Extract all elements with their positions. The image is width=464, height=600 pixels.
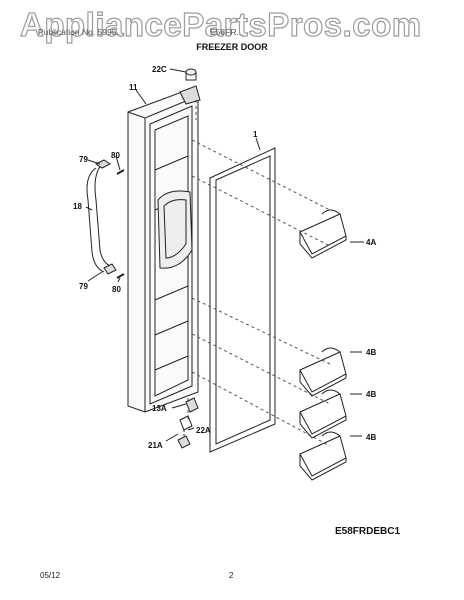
projection-lines [187,100,331,447]
header-publication: Publication No. 5995... [38,27,124,37]
label-22c: 22C [152,65,167,74]
label-22a: 22A [196,426,211,435]
footer-page-number: 2 [229,571,234,580]
label-21a: 21A [148,441,163,450]
label-13a: 13A [152,404,167,413]
bottom-hinge-assembly [177,397,199,449]
label-1: 1 [253,130,258,139]
door-gasket [209,147,276,453]
hinge-cap [185,68,197,81]
freezer-door-panel [127,85,201,413]
door-bin-4b-upper [299,347,347,397]
door-bin-4b-lower [299,431,347,481]
header-model: E58FR... [210,27,244,37]
door-bin-4a [299,209,347,259]
label-18: 18 [73,202,82,211]
handle-screws [116,169,125,279]
label-11: 11 [129,83,138,92]
leader-lines [85,68,364,442]
label-4b-middle: 4B [366,390,376,399]
door-bin-4b-middle [299,389,347,439]
watermark-logo: AppliancePartsPros.com [19,5,422,43]
footer-date: 05/12 [40,571,61,580]
label-4b-upper: 4B [366,348,376,357]
label-4b-lower: 4B [366,433,376,442]
diagram-code: E58FRDEBC1 [335,526,401,537]
label-80-top: 80 [111,151,120,160]
page-title: FREEZER DOOR [196,42,268,52]
label-4a: 4A [366,238,376,247]
door-handle [86,159,117,275]
label-80-bottom: 80 [112,285,121,294]
label-79-top: 79 [79,155,88,164]
label-79-bottom: 79 [79,282,88,291]
